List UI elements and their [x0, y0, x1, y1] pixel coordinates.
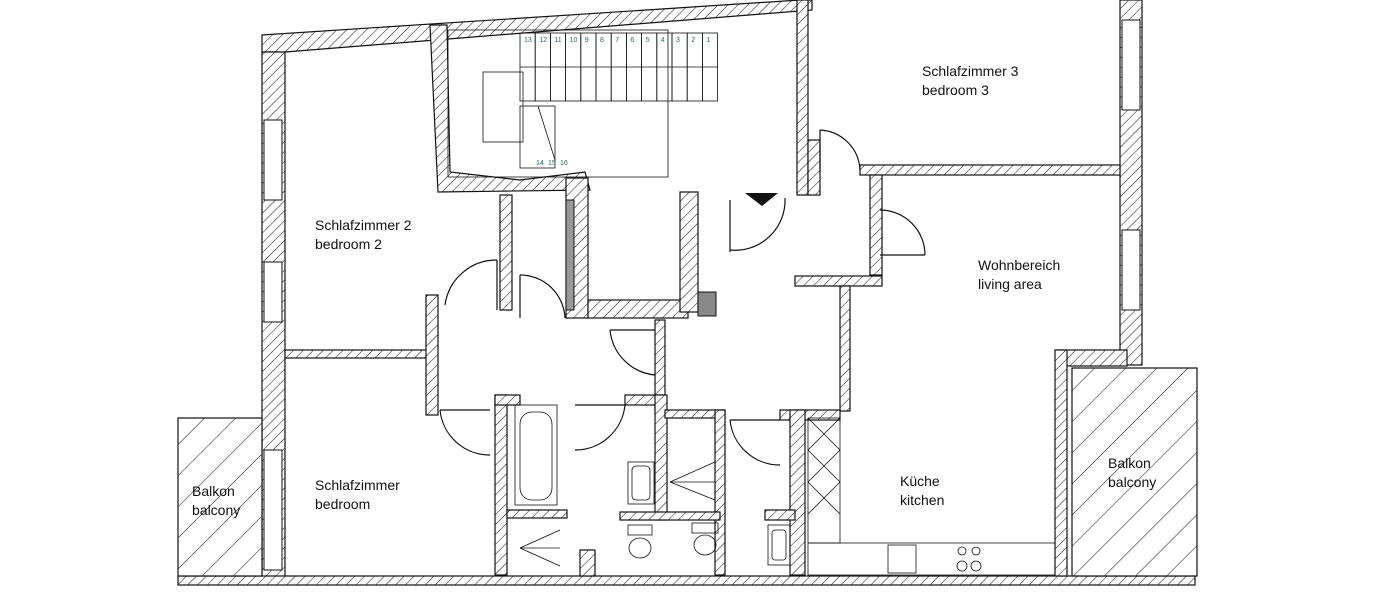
window: [263, 119, 283, 201]
label-bedroom3-de: Schlafzimmer 3: [922, 63, 1019, 79]
top-wall: [261, 0, 813, 53]
window: [1121, 229, 1141, 311]
step-number: 15: [548, 160, 556, 167]
window: [263, 449, 283, 571]
bedroom3-left-wall: [796, 0, 809, 196]
step-number: 16: [560, 160, 568, 167]
step-number: 7: [615, 37, 619, 44]
label-kitchen-en: kitchen: [900, 492, 944, 508]
label-balcony-right-de: Balkon: [1108, 455, 1151, 471]
label-living-de: Wohnbereich: [978, 257, 1060, 273]
label-balcony-left-en: balcony: [192, 502, 240, 518]
step-number: 12: [539, 37, 547, 44]
balcony-left: [177, 417, 263, 577]
label-bedroom2-en: bedroom 2: [315, 236, 382, 252]
label-living-en: living area: [978, 276, 1042, 292]
label-balcony-left-de: Balkon: [192, 483, 235, 499]
window: [263, 261, 283, 323]
sink: [767, 524, 791, 566]
room-labels: Schlafzimmer 3 bedroom 3 Schlafzimmer 2 …: [192, 63, 1156, 518]
kitchen-counter: [807, 542, 1056, 576]
sink: [627, 461, 655, 505]
shower: [519, 461, 716, 567]
bottom-wall: [177, 575, 1196, 586]
step-number: 4: [661, 37, 665, 44]
step-number: 2: [691, 37, 695, 44]
label-bedroom3-en: bedroom 3: [922, 82, 989, 98]
step-number: 3: [676, 37, 680, 44]
kitchen-sink: [887, 544, 917, 574]
step-number: 1: [706, 37, 710, 44]
step-number: 14: [536, 160, 544, 167]
step-number: 10: [570, 37, 578, 44]
label-kitchen-de: Küche: [900, 473, 940, 489]
kitchen-cabinet: [807, 417, 841, 544]
step-number: 13: [524, 37, 532, 44]
doors: [439, 129, 926, 466]
label-bedroom-de: Schlafzimmer: [315, 477, 400, 493]
label-bedroom2-de: Schlafzimmer 2: [315, 217, 412, 233]
windows: [263, 19, 1141, 571]
bathtub: [514, 404, 558, 506]
step-number: 5: [646, 37, 650, 44]
fixtures: [514, 404, 1056, 576]
label-bedroom-en: bedroom: [315, 496, 370, 512]
toilet: [693, 534, 717, 556]
interior-walls: [284, 139, 1121, 577]
step-number: 9: [585, 37, 589, 44]
step-number: 11: [554, 37, 561, 44]
balcony-right: [1071, 367, 1198, 577]
stove: [956, 546, 982, 572]
step-number: 8: [600, 37, 604, 44]
label-balcony-right-en: balcony: [1108, 474, 1156, 490]
window: [1121, 19, 1141, 111]
step-number: 6: [630, 37, 634, 44]
toilet: [628, 537, 652, 559]
staircase: 13 12 11 10 9 8 7 6 5 4 3 2 1 14 15 16: [429, 24, 719, 193]
